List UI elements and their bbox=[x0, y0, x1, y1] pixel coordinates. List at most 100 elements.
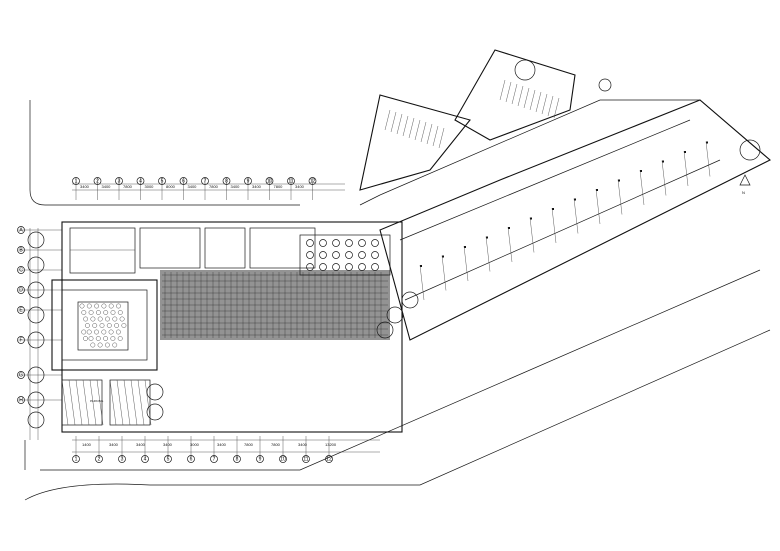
courtyard-garden bbox=[51, 279, 158, 371]
column-marker bbox=[618, 179, 620, 182]
parking-stall-line bbox=[137, 379, 145, 426]
dimension-text: 7800 bbox=[271, 442, 281, 447]
column-marker bbox=[530, 217, 532, 220]
parking-stall-line bbox=[96, 379, 104, 426]
dining-table bbox=[371, 251, 379, 259]
parking-stall-line bbox=[529, 89, 536, 111]
east-wing bbox=[379, 99, 771, 341]
dimension-text: 3000 bbox=[145, 184, 155, 189]
planting-symbol bbox=[101, 303, 107, 309]
tree-symbol bbox=[27, 256, 45, 274]
parking-stall-line bbox=[511, 83, 518, 105]
grid-bubble bbox=[95, 455, 103, 463]
planting-symbol bbox=[112, 316, 118, 322]
column-marker bbox=[552, 208, 554, 210]
dimension-text: 3400 bbox=[298, 442, 308, 447]
column-marker bbox=[662, 160, 664, 163]
grid-bubble bbox=[187, 455, 195, 463]
grid-bubble bbox=[302, 455, 310, 463]
planting-symbol bbox=[101, 329, 107, 335]
grid-bubble bbox=[158, 177, 166, 185]
dimension-text: 3400 bbox=[188, 184, 198, 189]
grid-bubble bbox=[17, 246, 25, 254]
grid-bubble bbox=[279, 455, 287, 463]
parking-stall-line bbox=[517, 85, 524, 107]
parking-stall-line bbox=[123, 379, 131, 426]
grid-bubble bbox=[72, 177, 80, 185]
bay-divider bbox=[507, 226, 513, 263]
parking-stall-line bbox=[505, 81, 512, 103]
bay-divider bbox=[705, 141, 711, 177]
grid-bubble-label: 12 bbox=[326, 457, 332, 463]
grid-bubble-label: 4 bbox=[139, 179, 142, 185]
parking-stall-line bbox=[547, 95, 554, 117]
bay-divider bbox=[529, 217, 535, 253]
dimension-text: 3400 bbox=[295, 184, 305, 189]
grid-bubble bbox=[17, 266, 25, 274]
dining-table bbox=[306, 263, 314, 271]
tree-symbol bbox=[146, 383, 164, 401]
grid-bubble-label: 6 bbox=[182, 179, 185, 185]
grid-bubble-label: 2 bbox=[98, 457, 101, 463]
planting-symbol bbox=[103, 336, 109, 341]
planting-symbol bbox=[92, 323, 98, 328]
grid-bubble-label: 3 bbox=[118, 179, 121, 185]
planting-symbol bbox=[108, 329, 114, 335]
column-marker bbox=[706, 141, 708, 144]
parking-stall-line bbox=[499, 79, 506, 101]
bay-divider bbox=[551, 207, 557, 244]
parking-stall-line bbox=[541, 93, 548, 115]
planting-symbol bbox=[81, 329, 87, 335]
planting-symbol bbox=[88, 336, 94, 341]
north-arrow-label: N bbox=[742, 190, 745, 195]
grid-bubble-label: 3 bbox=[121, 457, 124, 463]
parking-stall-line bbox=[408, 117, 415, 139]
grid-bubble-label: 7 bbox=[204, 179, 207, 185]
dimension-text: 7800 bbox=[123, 184, 133, 189]
bay-divider bbox=[683, 150, 689, 187]
grid-bubble-label: H bbox=[19, 398, 23, 404]
grid-bubble bbox=[287, 177, 295, 185]
planting-symbol bbox=[97, 316, 103, 322]
dining-table bbox=[345, 263, 353, 271]
grid-bubble bbox=[115, 177, 123, 185]
tree-symbol bbox=[27, 411, 45, 429]
grid-bubble-label: D bbox=[19, 288, 23, 294]
dimension-text: 3400 bbox=[231, 184, 241, 189]
parking-stall-line bbox=[432, 125, 439, 147]
planting-symbol bbox=[90, 316, 96, 322]
dining-table bbox=[332, 239, 340, 247]
grid-bubble bbox=[325, 455, 333, 463]
planting-symbol bbox=[114, 323, 120, 328]
planting-symbol bbox=[103, 310, 109, 315]
grid-bubble bbox=[164, 455, 172, 463]
bay-divider bbox=[463, 245, 469, 282]
dining-table bbox=[345, 239, 353, 247]
grid-bubble-label: 9 bbox=[247, 179, 250, 185]
planting-symbol bbox=[81, 310, 87, 315]
grid-bubble-label: 10 bbox=[267, 179, 273, 185]
west-block bbox=[61, 221, 403, 433]
parking-stall-line bbox=[82, 379, 90, 426]
parking-stall-line bbox=[109, 379, 117, 426]
dining-table bbox=[306, 239, 314, 247]
grid-bubble-label: A bbox=[19, 228, 23, 234]
grid-bubble-label: 6 bbox=[190, 457, 193, 463]
parking-stall-line bbox=[384, 109, 391, 131]
tree-symbol bbox=[27, 231, 45, 249]
grid-bubble-label: 10 bbox=[280, 457, 286, 463]
grid-bubble bbox=[17, 226, 25, 234]
parking-stall-line bbox=[426, 123, 433, 145]
grid-bubble-label: F bbox=[19, 338, 22, 344]
dining-table bbox=[358, 251, 366, 259]
planting-symbol bbox=[105, 342, 110, 348]
dining-table bbox=[358, 239, 366, 247]
bay-divider bbox=[419, 264, 425, 301]
planting-symbol bbox=[117, 336, 123, 341]
grid-bubble bbox=[17, 371, 25, 379]
dimension-text: 3400 bbox=[163, 442, 173, 447]
dining-table bbox=[332, 251, 340, 259]
grid-bubble bbox=[93, 177, 102, 185]
planting-symbol bbox=[85, 323, 90, 328]
